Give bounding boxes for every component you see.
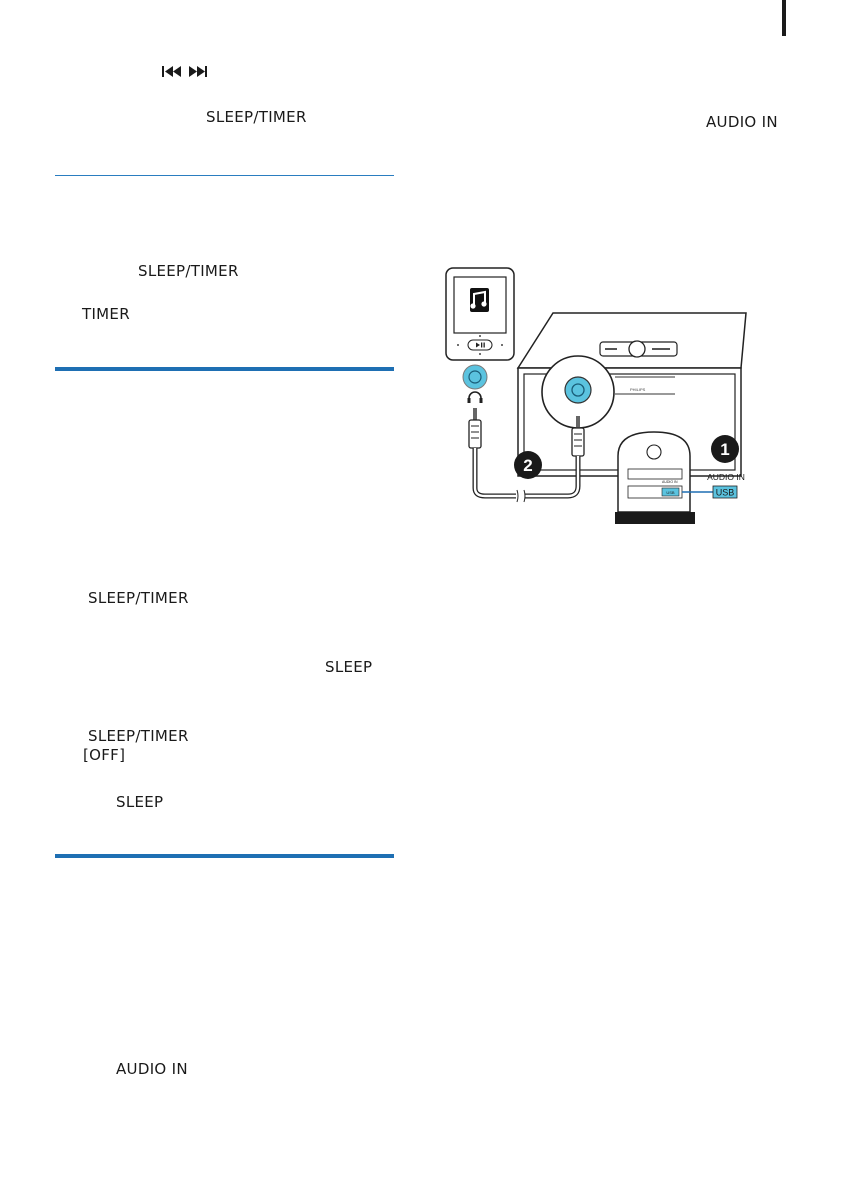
step-2-badge [514,451,542,479]
sleep-indicator-label: SLEEP [116,793,164,811]
section-divider [55,367,394,371]
step-1-number: 1 [720,440,729,459]
usb-port-label: USB [716,488,735,498]
audio-in-port-label: AUDIO IN [707,472,745,482]
step-1-badge [711,435,739,463]
portable-player [445,267,515,361]
brand-text: PHILIPS [630,387,646,392]
panel-audio-in-text: AUDIO IN [662,480,678,484]
section-divider [55,175,394,176]
sleep-timer-button-label: SLEEP/TIMER [206,108,307,126]
panel-usb-text: USB [666,490,675,495]
sleep-timer-button-label: SLEEP/TIMER [88,589,189,607]
section-divider [55,854,394,858]
step-2-number: 2 [523,456,532,475]
sleep-indicator-label: SLEEP [325,658,373,676]
sleep-timer-button-label: SLEEP/TIMER [88,727,189,745]
side-connector-panel: AUDIO IN USB [615,431,713,524]
timer-indicator-label: TIMER [82,305,130,323]
audio-cable [468,408,585,503]
audio-in-jack-callout [541,355,615,429]
usb-port-badge [712,485,738,499]
audio-in-connection-illustration: PHILIPS 2 AUDIO IN USB [445,267,747,524]
music-note-icon [470,288,489,312]
skip-prev-next-icon [162,66,207,77]
sleep-timer-button-label: SLEEP/TIMER [138,262,239,280]
off-option-label: [OFF] [83,746,126,764]
audio-in-socket-label: AUDIO IN [706,113,778,131]
page-edge-marker [782,0,786,36]
headphones-icon [467,391,483,403]
audio-in-socket-label: AUDIO IN [116,1060,188,1078]
